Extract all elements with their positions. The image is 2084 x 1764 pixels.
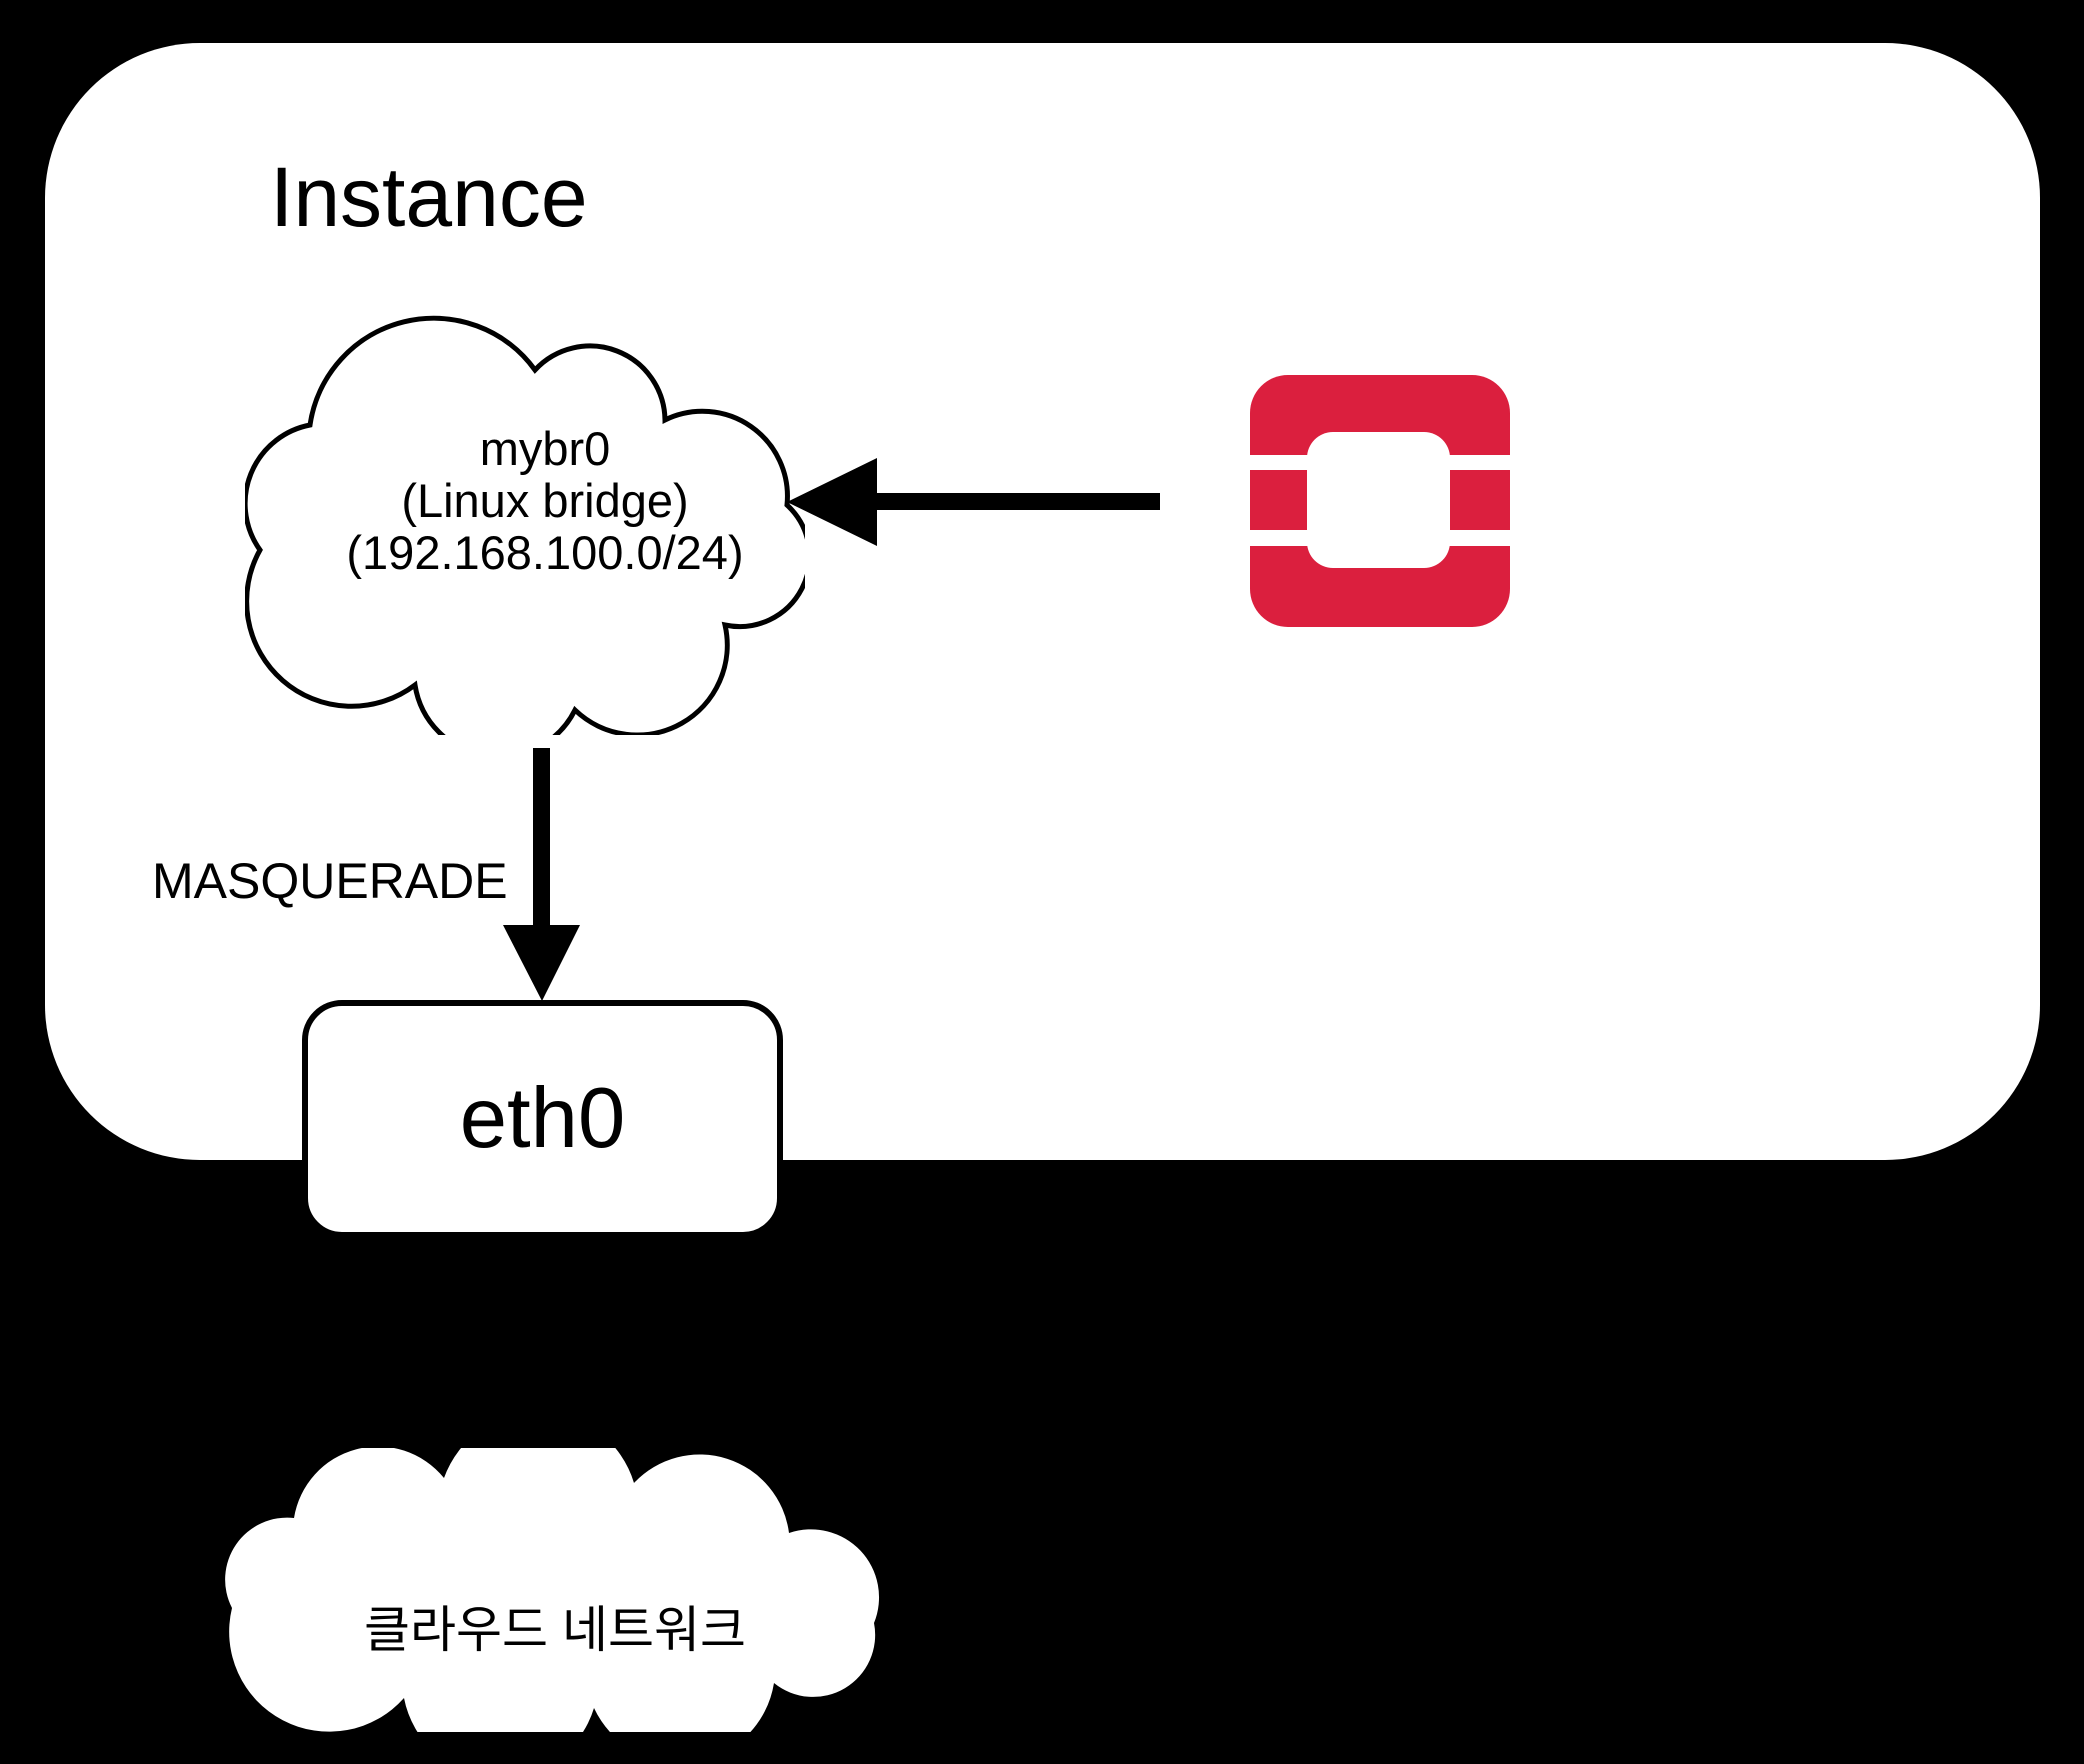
cloud-network-cloud — [225, 1448, 880, 1732]
cloud-network-label: 클라우드 네트워크 — [364, 1602, 746, 1658]
openstack-logo-icon — [1250, 375, 1510, 627]
bridge-cloud-text: mybr0 (Linux bridge) (192.168.100.0/24) — [280, 423, 810, 579]
instance-title: Instance — [270, 150, 588, 244]
bridge-subnet: (192.168.100.0/24) — [346, 526, 744, 579]
openstack-logo-center — [1307, 432, 1450, 568]
eth0-label: eth0 — [459, 1071, 626, 1166]
bridge-name: mybr0 — [479, 422, 611, 475]
bridge-cloud — [245, 315, 805, 735]
bridge-type: (Linux bridge) — [401, 474, 689, 527]
masquerade-label: MASQUERADE — [152, 853, 508, 909]
bridge-cloud-outline — [245, 315, 805, 735]
eth0-box: eth0 — [302, 1000, 783, 1238]
cloud-network-outline — [225, 1448, 880, 1732]
